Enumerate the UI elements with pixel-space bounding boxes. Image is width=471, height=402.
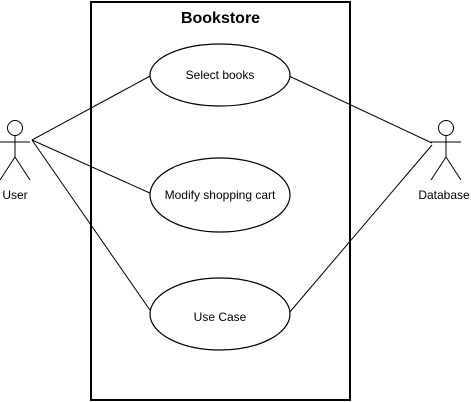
actor-label: Database — [418, 188, 470, 202]
use-case-label: Select books — [186, 68, 255, 82]
association-database-select-books[interactable] — [288, 75, 433, 144]
association-user-use-case[interactable] — [31, 139, 153, 314]
use-case-label: Modify shopping cart — [165, 188, 276, 202]
stick-figure-icon — [0, 120, 31, 181]
system-title: Bookstore — [181, 10, 260, 27]
association-database-use-case[interactable] — [288, 144, 433, 314]
use-case-label: Use Case — [194, 310, 247, 324]
associations — [31, 74, 433, 314]
association-user-modify-cart[interactable] — [31, 139, 153, 195]
use-case-select-books[interactable]: Select books — [149, 43, 291, 107]
actor-user[interactable]: User — [0, 120, 31, 203]
actor-database[interactable]: Database — [418, 120, 470, 203]
association-user-select-books[interactable] — [31, 74, 153, 141]
stick-figure-icon — [430, 120, 462, 181]
use-case-modify-cart[interactable]: Modify shopping cart — [149, 157, 291, 233]
use-case-use-case[interactable]: Use Case — [149, 277, 291, 351]
actor-label: User — [2, 188, 27, 202]
